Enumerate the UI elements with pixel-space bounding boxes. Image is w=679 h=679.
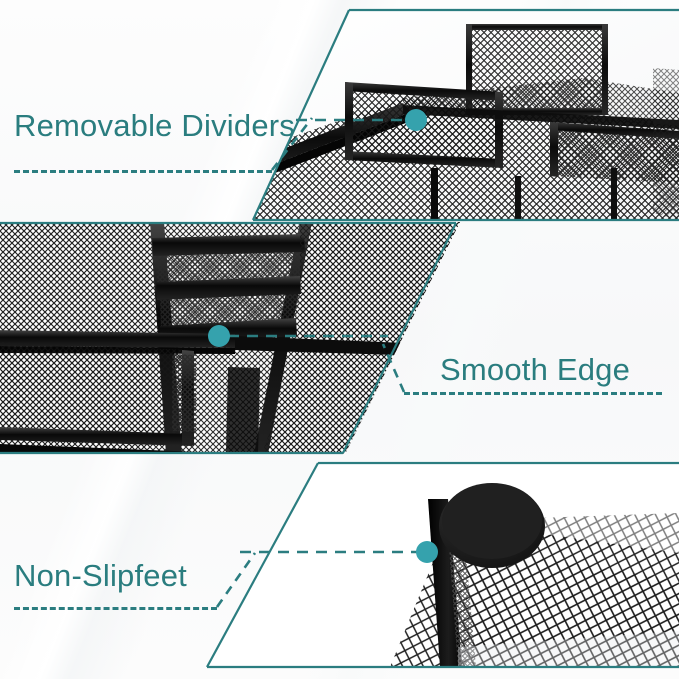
photo-removable-dividers bbox=[253, 8, 679, 220]
mesh-organizer-illustration-3 bbox=[206, 461, 679, 667]
hotspot-smooth-edge bbox=[208, 325, 230, 347]
underline-removable-dividers bbox=[14, 170, 272, 173]
hotspot-removable-dividers bbox=[405, 109, 427, 131]
underline-smooth-edge bbox=[404, 392, 662, 395]
hotspot-non-slip-feet bbox=[416, 541, 438, 563]
mesh-organizer-illustration-1 bbox=[253, 8, 679, 220]
label-non-slip-feet: Non-Slipfeet bbox=[14, 558, 187, 593]
photo-non-slip-feet bbox=[206, 461, 679, 667]
panel-smooth-edge: Smooth Edge bbox=[0, 221, 679, 455]
label-removable-dividers: Removable Dividers bbox=[14, 108, 295, 143]
panel-non-slip-feet: Non-Slipfeet bbox=[0, 455, 679, 679]
mesh-organizer-illustration-2 bbox=[0, 222, 460, 454]
photo-smooth-edge bbox=[0, 222, 460, 454]
label-smooth-edge: Smooth Edge bbox=[440, 352, 631, 387]
panel-removable-dividers: Removable Dividers bbox=[0, 0, 679, 222]
underline-non-slip-feet bbox=[14, 607, 217, 610]
